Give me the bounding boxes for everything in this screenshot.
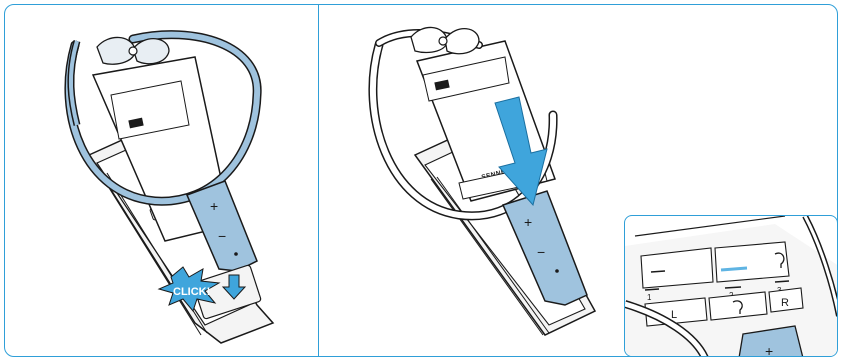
volume-plus-label: +	[765, 343, 773, 357]
level-label-1: 1	[647, 293, 652, 302]
volume-minus-label: −	[537, 244, 545, 260]
detail-inset: 1 2 3 L R +	[624, 215, 838, 357]
volume-plus-label: +	[524, 214, 532, 230]
click-label: CLICK!	[173, 286, 210, 298]
left-channel-label: L	[671, 309, 677, 321]
level-indicator	[721, 268, 747, 270]
detail-inset-drawing: 1 2 3 L R +	[625, 216, 838, 357]
charger-button-top-middle	[715, 242, 789, 282]
volume-plus-label: +	[210, 198, 218, 214]
ear-tip-right	[445, 29, 479, 54]
step-click-panel: L + − CLICK!	[4, 4, 319, 357]
volume-minus-label: −	[218, 228, 226, 244]
right-channel-label: R	[781, 297, 789, 309]
step-click-drawing: L + − CLICK!	[5, 5, 319, 357]
